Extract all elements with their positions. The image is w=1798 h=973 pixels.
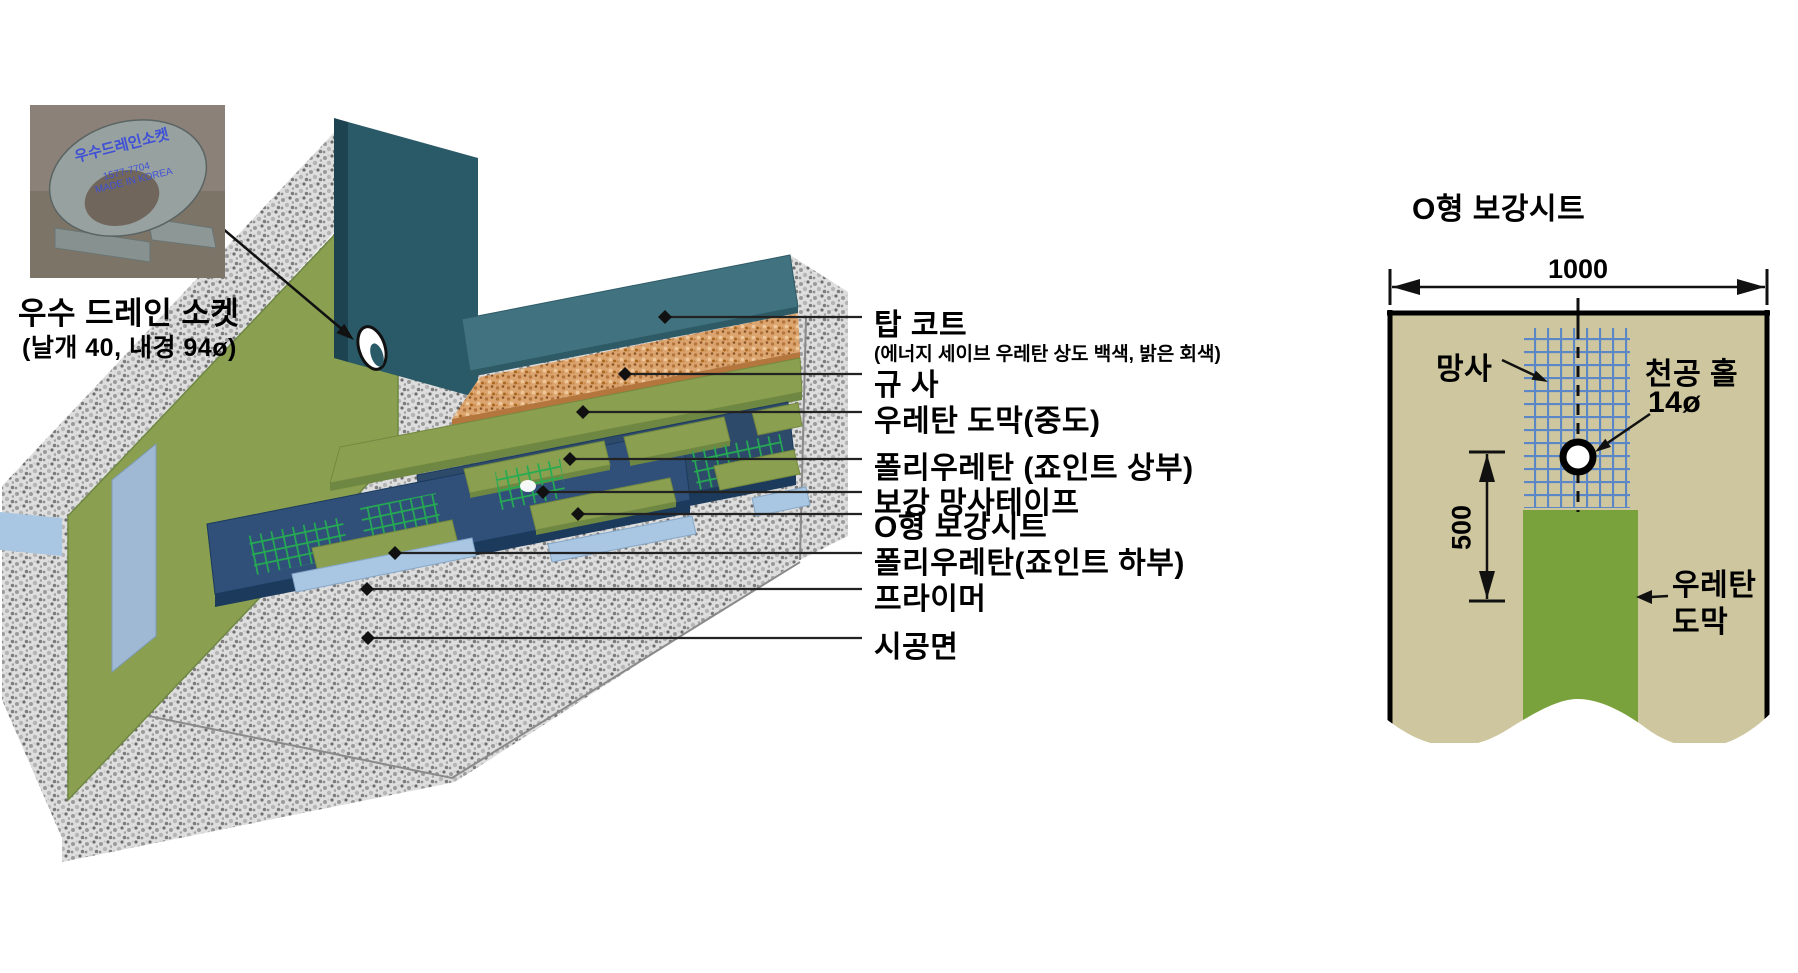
o-sheet-detail-diagram <box>1385 269 1772 870</box>
label-joint-bottom: 폴리우레탄(죠인트 하부) <box>874 547 1185 580</box>
detail-height-value: 500 <box>1446 504 1477 551</box>
detail-coating-label-1: 우레탄 <box>1672 569 1757 602</box>
isometric-cutaway-diagram: 우수드레인소켓 1577-7704 MADE IN KOREA <box>0 105 862 862</box>
label-urethane-middle: 우레탄 도막(중도) <box>874 405 1101 438</box>
top-coat-layer <box>461 254 799 377</box>
photo-arrow <box>221 227 354 340</box>
slab-edge-line <box>79 561 801 780</box>
punched-hole <box>1559 438 1597 476</box>
label-top-coat-sub: (에너지 세이브 우레탄 상도 백색, 밝은 회색) <box>874 344 1221 365</box>
break-wave <box>1385 699 1772 870</box>
drain-socket-photo: 우수드레인소켓 1577-7704 MADE IN KOREA <box>30 105 225 278</box>
detail-hole-label: 천공 홀 <box>1645 358 1739 391</box>
detail-hole-size: 14ø <box>1648 386 1702 419</box>
callout-diamonds <box>360 310 672 645</box>
socket-flange <box>54 227 151 263</box>
callout-lines <box>367 315 862 640</box>
floor-primer-left-strip <box>0 512 62 556</box>
detail-coating <box>1523 510 1638 735</box>
coating-arrow <box>1636 590 1669 604</box>
socket-hole <box>84 170 160 226</box>
label-mesh-tape: 보강 망사테이프 <box>874 487 1080 520</box>
label-substrate: 시공면 <box>874 631 959 664</box>
silica-sand-layer <box>452 313 800 425</box>
drain-wall-panel <box>334 118 478 398</box>
label-joint-top: 폴리우레탄 (죠인트 상부) <box>874 452 1194 485</box>
socket-caption: 우수 드레인 소켓 <box>18 296 240 331</box>
detail-title: O형 보강시트 <box>1412 193 1586 226</box>
label-o-sheet: O형 보강시트 <box>874 511 1048 544</box>
height-dimension <box>1469 450 1505 603</box>
wall-end-face <box>2 486 62 838</box>
slab-right-edge-line <box>799 317 807 561</box>
wall-primer-plank <box>111 442 157 674</box>
detail-mesh-label: 망사 <box>1436 353 1493 386</box>
hole-arrow <box>1595 412 1651 452</box>
urethane-middle-layer <box>329 357 803 491</box>
primer-strips <box>291 486 811 593</box>
socket-caption-sub: (날개 40, 내경 94ø) <box>22 334 237 362</box>
label-primer: 프라이머 <box>874 583 987 616</box>
label-top-coat: 탑 코트 <box>874 309 968 342</box>
label-silica-sand: 규 사 <box>874 369 940 402</box>
wall-top-face <box>2 122 404 522</box>
mesh-arrow <box>1501 358 1548 382</box>
socket-flange <box>147 217 217 249</box>
detail-width-value: 1000 <box>1547 254 1609 284</box>
detail-coating-label-2: 도막 <box>1672 606 1729 639</box>
mesh-drain-dot <box>520 480 536 492</box>
width-dimension <box>1388 269 1769 305</box>
